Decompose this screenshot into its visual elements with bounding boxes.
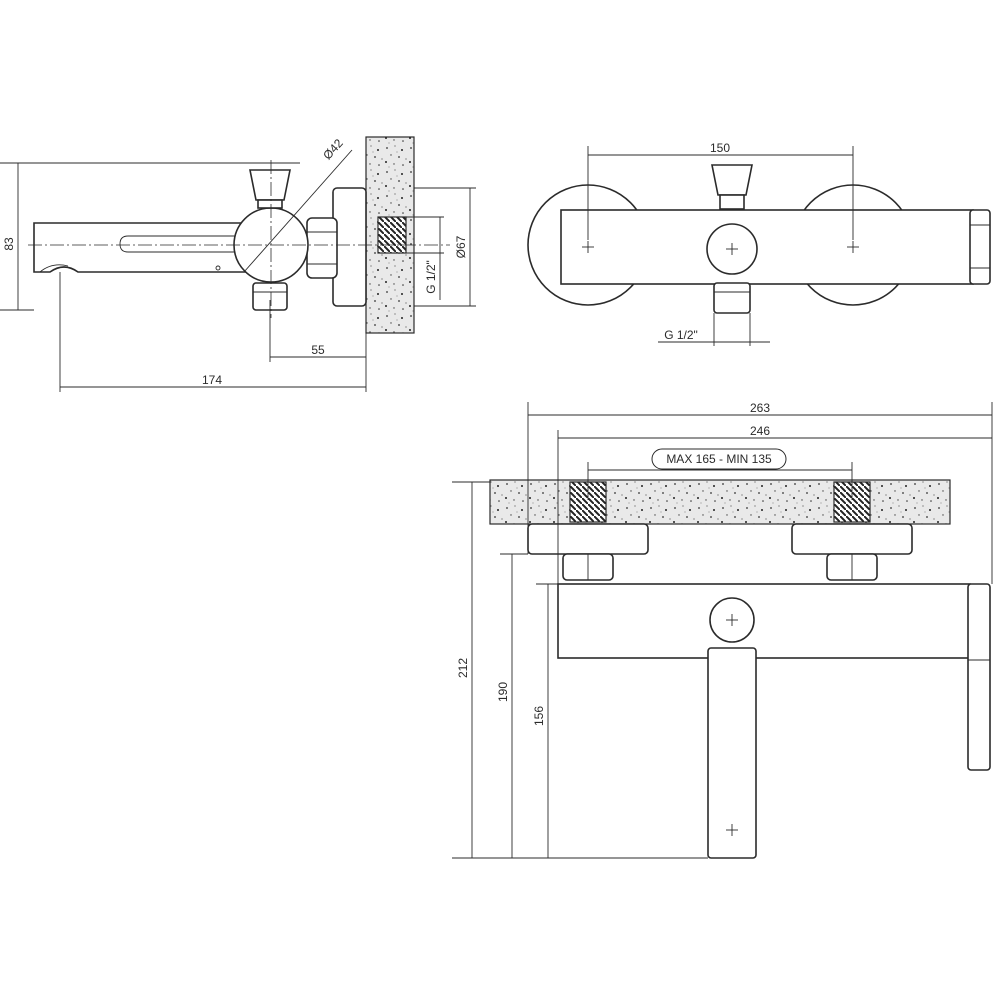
dim-263: 263 (750, 401, 770, 415)
right-front-flange (791, 523, 913, 555)
front-handle (967, 583, 991, 771)
top-view (527, 146, 991, 346)
dim-190: 190 (496, 682, 510, 702)
dim-212: 212 (456, 658, 470, 678)
connector-nut (306, 217, 338, 279)
dim-150: 150 (710, 141, 730, 155)
dim-174: 174 (202, 373, 222, 387)
dim-diameter-67: Ø67 (454, 235, 468, 258)
wall-flange (332, 187, 367, 307)
dim-156: 156 (532, 706, 546, 726)
top-knob-icon (249, 169, 291, 201)
range-badge (651, 448, 787, 470)
handle-cap (969, 209, 991, 285)
front-view (452, 402, 993, 859)
dim-diameter-42: Ø42 (320, 136, 346, 162)
spout (33, 222, 251, 273)
front-body (557, 583, 971, 659)
dim-55: 55 (311, 343, 325, 357)
dim-range: MAX 165 - MIN 135 (666, 452, 772, 466)
dim-side-thread: G 1/2" (424, 260, 438, 294)
left-front-flange (527, 523, 649, 555)
wall-thread (377, 216, 407, 254)
side-view (0, 136, 476, 392)
wall-strip (489, 479, 951, 525)
top-view-knob-icon (711, 164, 753, 196)
dim-top-thread: G 1/2" (664, 328, 698, 342)
dim-246: 246 (750, 424, 770, 438)
dim-83: 83 (2, 237, 16, 251)
top-body (560, 209, 974, 285)
front-spout (707, 647, 757, 859)
